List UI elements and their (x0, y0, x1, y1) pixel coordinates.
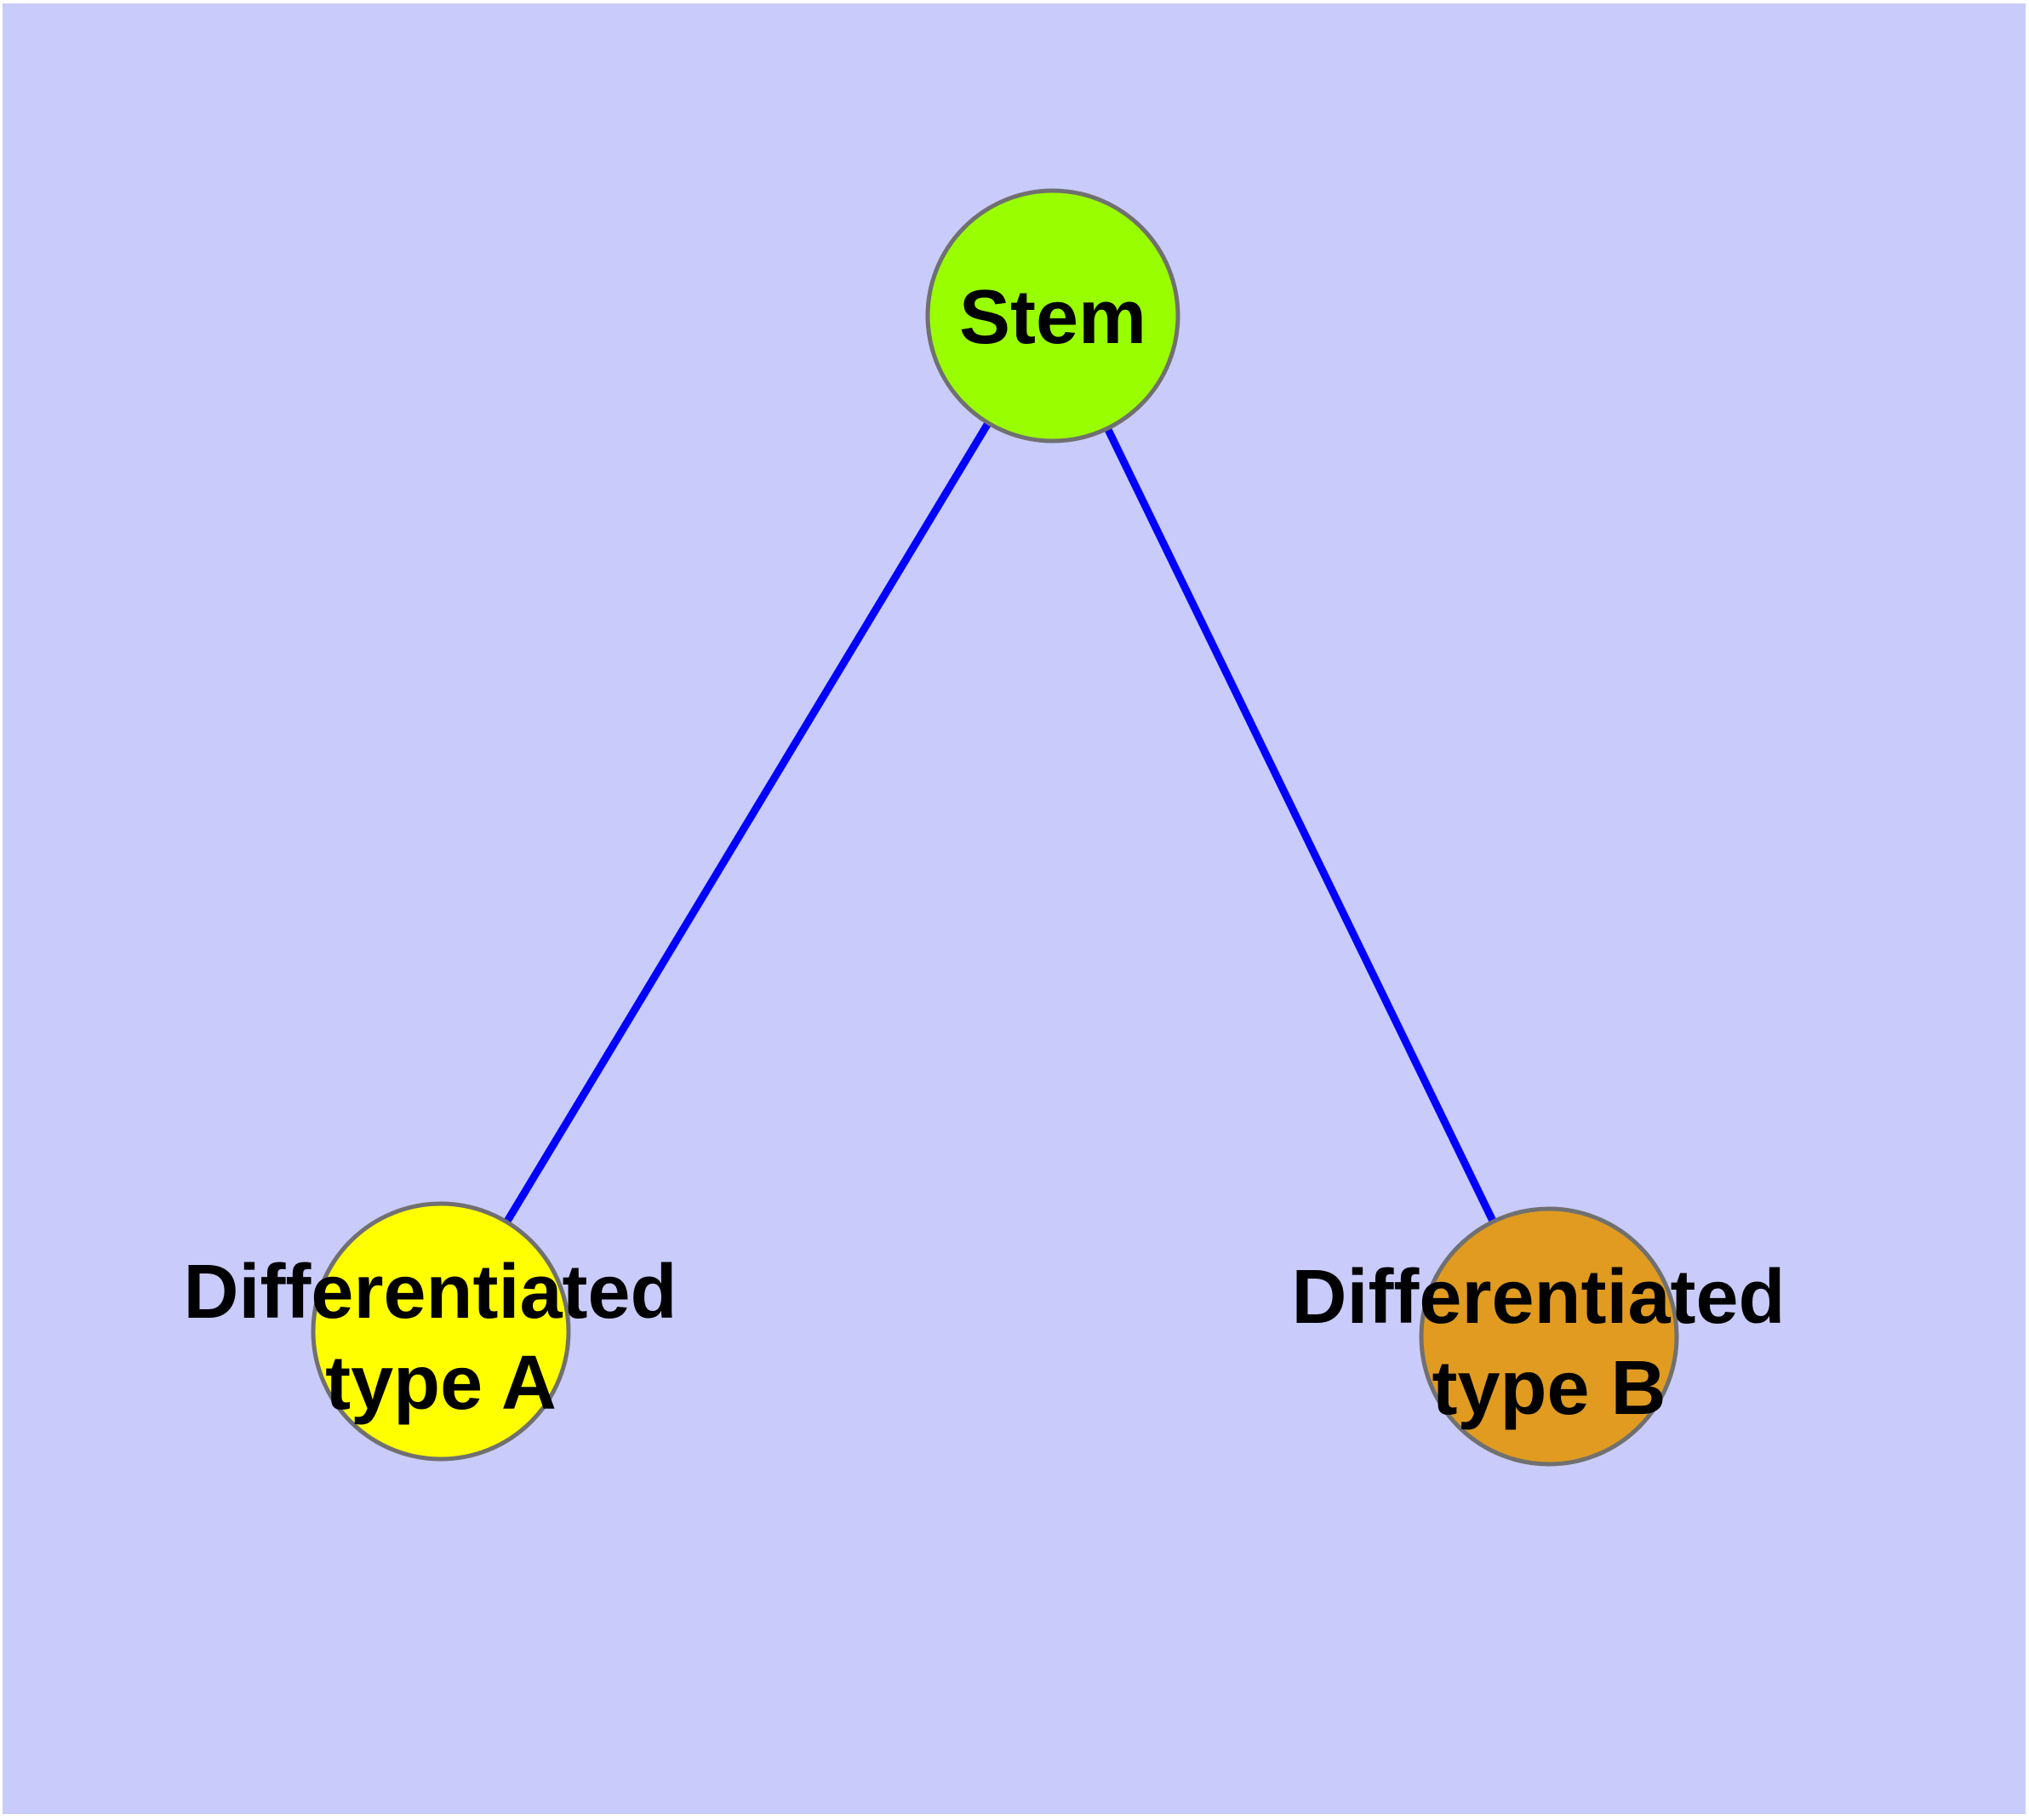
node-differentiated-type-a-label-line1: Differentiated (183, 1250, 677, 1335)
node-differentiated-type-a-label: Differentiated type A (183, 1250, 698, 1426)
node-stem[interactable] (925, 188, 1180, 444)
edge-stem-to-type-a (437, 313, 1056, 1334)
node-differentiated-type-a-label-line2: type A (325, 1341, 557, 1426)
node-differentiated-type-b[interactable] (1419, 1206, 1679, 1467)
node-stem-label: Stem (959, 275, 1146, 360)
edge-stem-to-type-b (1049, 314, 1553, 1338)
node-differentiated-type-b-label-line1: Differentiated (1291, 1255, 1785, 1340)
node-differentiated-type-a[interactable] (311, 1201, 571, 1462)
node-differentiated-type-b-label-line2: type B (1432, 1346, 1666, 1431)
node-differentiated-type-b-label: Differentiated type B (1291, 1255, 1806, 1431)
